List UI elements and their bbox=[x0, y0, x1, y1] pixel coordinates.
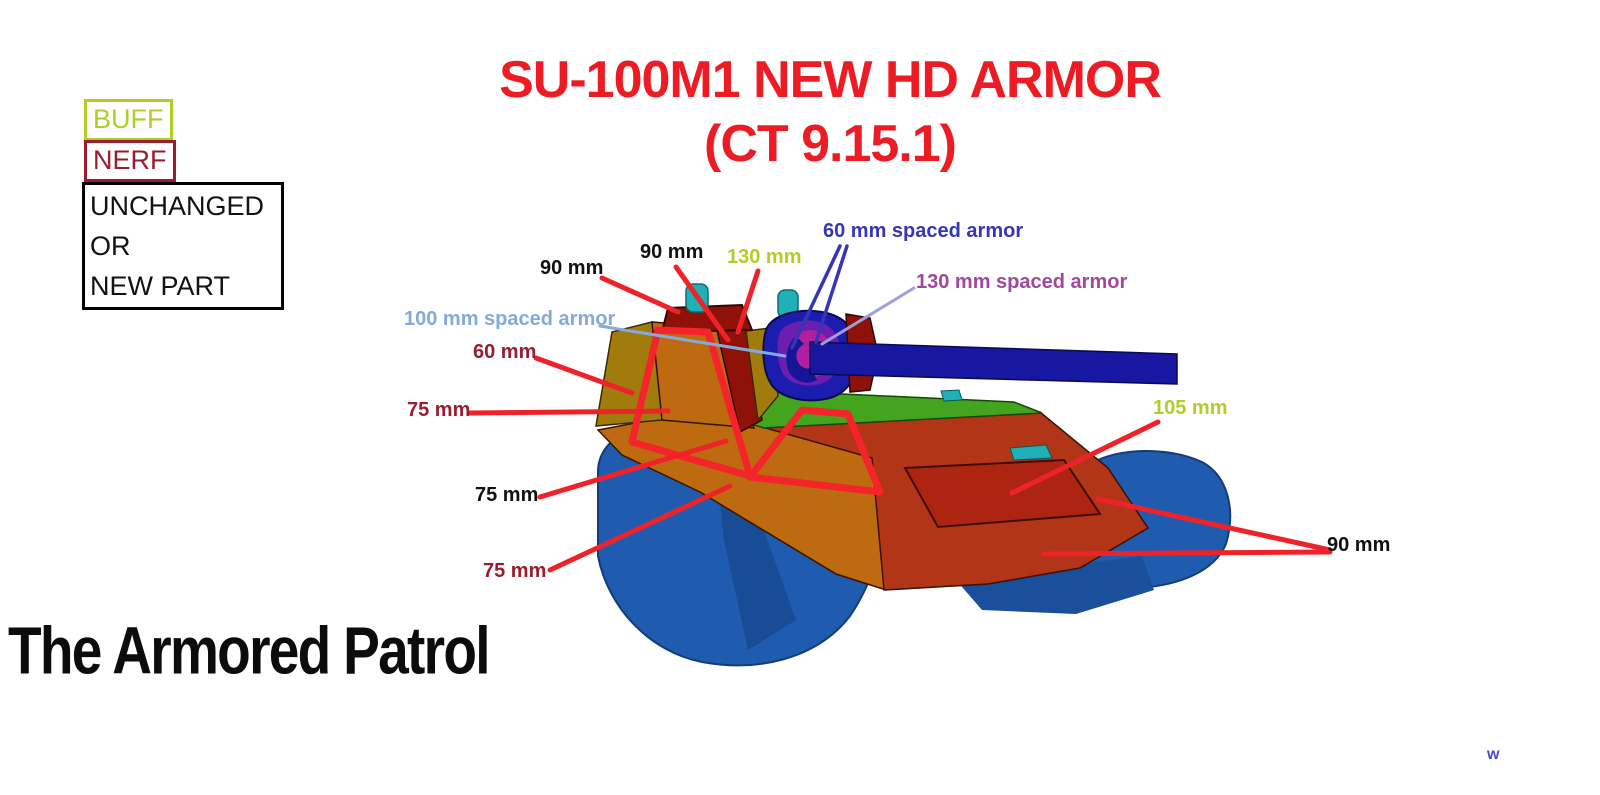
annotation-75mm-upper: 75 mm bbox=[407, 399, 471, 421]
leader-rear-90-b bbox=[1041, 549, 1333, 557]
annotation-roof-90mm-left: 90 mm bbox=[540, 257, 604, 279]
annotation-75mm-lower: 75 mm bbox=[483, 560, 547, 582]
leader-spaced-60-b bbox=[814, 244, 849, 344]
legend-unchanged-line2: OR bbox=[90, 231, 131, 261]
legend-unchanged-line3: NEW PART bbox=[90, 271, 231, 301]
page-title: SU-100M1 NEW HD ARMOR (CT 9.15.1) bbox=[330, 48, 1330, 176]
leader-rear-90-a bbox=[1095, 496, 1333, 553]
legend-unchanged-line1: UNCHANGED bbox=[90, 191, 265, 221]
track-under-hull bbox=[956, 556, 1154, 614]
annotation-front-130mm: 130 mm bbox=[727, 246, 802, 268]
site-logo: The Armored Patrol bbox=[8, 613, 491, 688]
leader-spaced-60-a bbox=[790, 244, 842, 350]
leader-75-mid bbox=[537, 438, 729, 500]
annotation-75mm-mid: 75 mm bbox=[475, 484, 539, 506]
annotation-rear-105mm: 105 mm bbox=[1153, 397, 1228, 419]
annotation-130mm-spaced-armor: 130 mm spaced armor bbox=[916, 271, 1128, 293]
leader-roof-90-left bbox=[599, 275, 681, 315]
leader-spaced-130 bbox=[820, 286, 916, 346]
leader-side-60 bbox=[533, 355, 635, 396]
leader-spaced-100 bbox=[598, 324, 787, 358]
leader-75-upper bbox=[467, 408, 671, 416]
leader-105 bbox=[1009, 419, 1161, 496]
annotation-rear-90mm: 90 mm bbox=[1327, 534, 1391, 556]
highlight-trapezoid-lower bbox=[746, 406, 884, 496]
legend-nerf: NERF bbox=[84, 140, 176, 182]
rear-vent-teal bbox=[1009, 444, 1053, 461]
legend-unchanged: UNCHANGED OR NEW PART bbox=[82, 182, 284, 310]
leader-front-130 bbox=[735, 268, 761, 335]
legend-buff: BUFF bbox=[84, 99, 173, 141]
title-line1: SU-100M1 NEW HD ARMOR bbox=[499, 51, 1162, 109]
legend-nerf-label: NERF bbox=[93, 145, 167, 175]
engine-hatch-panel bbox=[903, 458, 1102, 529]
title-line2: (CT 9.15.1) bbox=[704, 115, 957, 173]
watermark-w: w bbox=[1487, 746, 1500, 763]
annotation-100mm-spaced-armor: 100 mm spaced armor bbox=[404, 308, 616, 330]
annotation-60mm-spaced-armor: 60 mm spaced armor bbox=[823, 220, 1024, 242]
leader-roof-90-center bbox=[673, 264, 731, 343]
deck-vent-teal bbox=[940, 389, 963, 402]
gun-barrel bbox=[809, 341, 1178, 385]
annotation-roof-90mm-center: 90 mm bbox=[640, 241, 704, 263]
leader-75-lower bbox=[547, 483, 733, 573]
legend-buff-label: BUFF bbox=[93, 104, 164, 134]
annotation-side-60mm: 60 mm bbox=[473, 341, 537, 363]
